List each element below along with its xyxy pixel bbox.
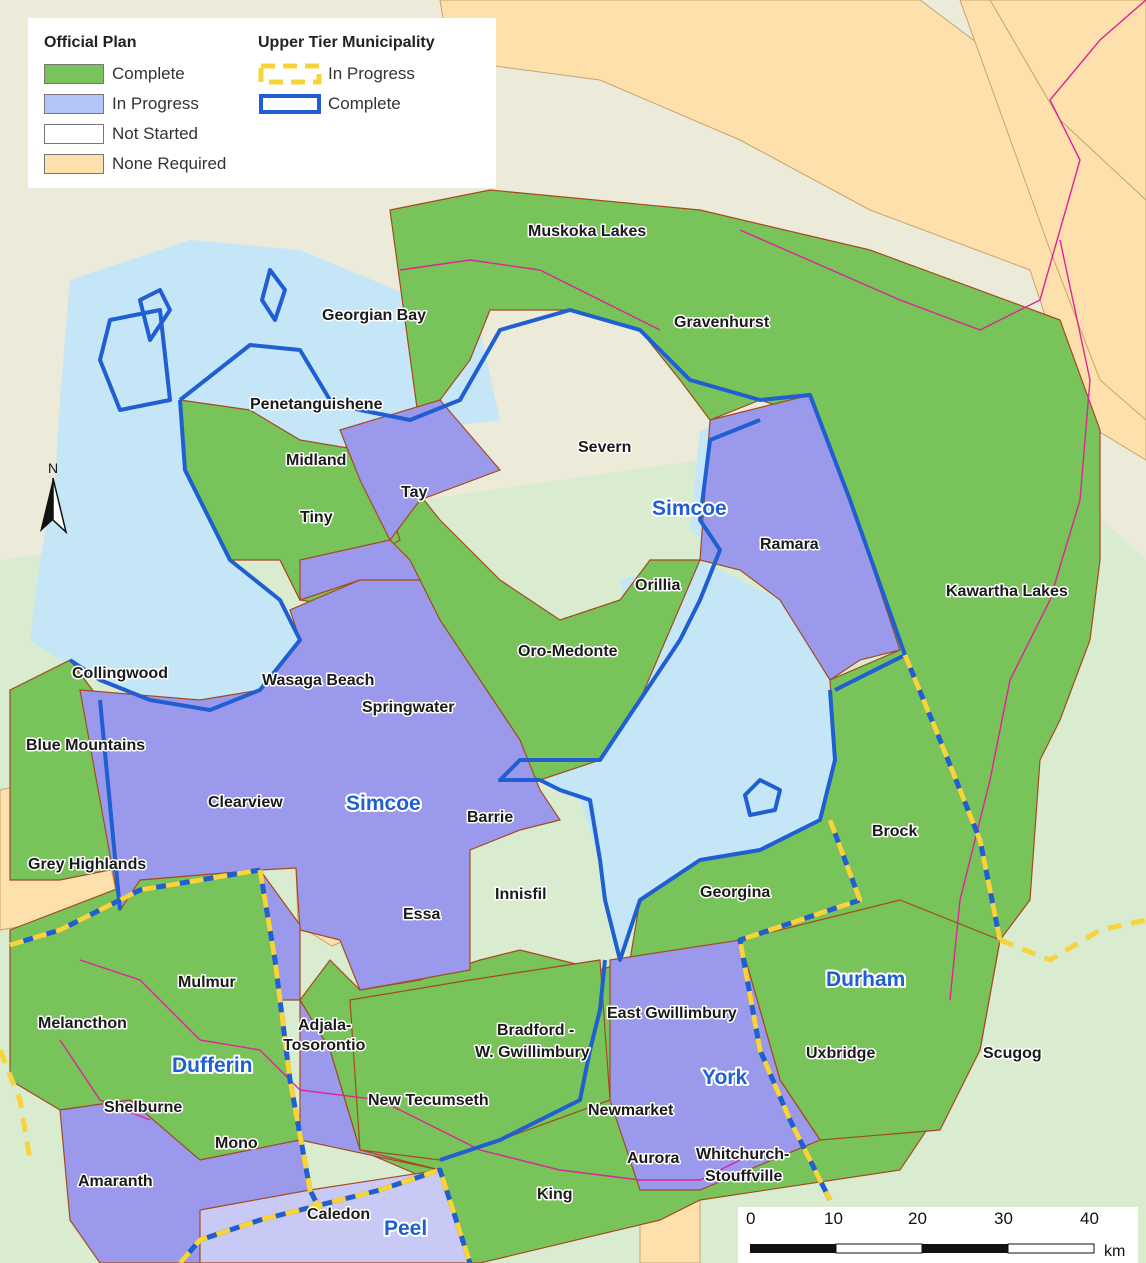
municipality-labels: Muskoka Lakes Georgian Bay Gravenhurst P… [25,222,1070,1225]
label-tiny: Tiny [300,509,333,526]
north-arrow-label: N [48,460,59,476]
legend-label: In Progress [328,64,415,83]
label-king: King [537,1186,573,1203]
map-legend: Official Plan Upper Tier Municipality Co… [28,18,496,188]
legend-label: None Required [112,154,227,173]
label-new-tecumseth: New Tecumseth [368,1092,489,1109]
label-clearview: Clearview [208,794,283,811]
label-blue-mountains: Blue Mountains [26,737,145,754]
legend-item-none-required: None Required [44,152,226,176]
legend-label: Complete [328,94,401,113]
legend-item-not-started: Not Started [44,122,198,146]
label-dufferin: Dufferin [172,1054,253,1077]
north-arrow-icon [40,477,68,535]
upper-tier-in-progress-boundaries [0,654,1146,1263]
label-shelburne: Shelburne [104,1099,182,1116]
legend-label: Not Started [112,124,198,143]
label-barrie: Barrie [467,809,513,826]
label-innisfil: Innisfil [495,886,547,903]
legend-swatch-none-required [44,154,104,174]
north-arrow: N [36,460,70,535]
label-durham: Durham [826,968,905,991]
legend-label: In Progress [112,94,199,113]
label-york: York [702,1066,747,1089]
legend-upper-tier-title: Upper Tier Municipality [258,34,435,51]
label-simcoe-south: Simcoe [346,792,421,815]
label-scugog: Scugog [983,1045,1042,1062]
legend-item-upper-complete: Complete [258,92,401,116]
label-collingwood: Collingwood [72,665,168,682]
label-gravenhurst: Gravenhurst [674,314,770,331]
label-severn: Severn [578,439,631,456]
label-newmarket: Newmarket [588,1102,674,1119]
label-ramara: Ramara [760,536,819,553]
label-muskoka-lakes: Muskoka Lakes [528,223,646,240]
label-east-gwillimbury: East Gwillimbury [607,1005,737,1022]
label-tay: Tay [401,484,427,501]
label-wasaga-beach: Wasaga Beach [262,672,374,689]
legend-swatch-in-progress [44,94,104,114]
label-midland: Midland [286,452,346,469]
label-georgian-bay: Georgian Bay [322,307,426,324]
label-orillia: Orillia [635,577,680,594]
legend-swatch-complete [44,64,104,84]
label-melancthon: Melancthon [38,1015,127,1032]
scale-unit: km [1104,1243,1126,1260]
label-mono: Mono [215,1135,258,1152]
label-oro-medonte: Oro-Medonte [518,643,618,660]
label-mulmur: Mulmur [178,974,236,991]
scale-tick-30: 30 [994,1209,1013,1228]
label-whitchurch-line2: Stouffville [705,1168,782,1185]
legend-swatch-not-started [44,124,104,144]
scale-bar-graphic [750,1243,1095,1254]
label-adjala-line1: Adjala- [298,1017,351,1034]
legend-official-plan-title: Official Plan [44,34,137,51]
legend-item-upper-in-progress: In Progress [258,62,415,86]
legend-item-complete: Complete [44,62,185,86]
legend-item-in-progress: In Progress [44,92,199,116]
scale-tick-10: 10 [824,1209,843,1228]
label-bradford-line2: W. Gwillimbury [475,1044,590,1061]
label-georgina: Georgina [700,884,770,901]
legend-label: Complete [112,64,185,83]
label-peel: Peel [384,1217,427,1240]
legend-swatch-upper-complete [259,94,321,114]
label-brock: Brock [872,823,917,840]
scale-tick-40: 40 [1080,1209,1099,1228]
label-grey-highlands: Grey Highlands [28,856,146,873]
in-progress-regions [59,394,901,1263]
upper-tier-labels: Simcoe Simcoe Dufferin York Durham Peel [170,495,907,1242]
pink-boundary-lines [59,0,1146,1181]
legend-swatch-upper-in-progress [258,63,322,85]
scale-tick-20: 20 [908,1209,927,1228]
upper-tier-complete-boundaries [68,268,907,1162]
label-essa: Essa [403,906,440,923]
label-uxbridge: Uxbridge [806,1045,875,1062]
label-whitchurch-line1: Whitchurch- [696,1146,789,1163]
label-penetanguishene: Penetanguishene [250,396,383,413]
scale-tick-0: 0 [746,1209,756,1228]
label-aurora: Aurora [627,1150,680,1167]
label-simcoe-north: Simcoe [652,497,727,520]
label-kawartha-lakes: Kawartha Lakes [946,583,1068,600]
label-caledon: Caledon [307,1206,370,1223]
label-bradford-line1: Bradford - [497,1022,574,1039]
label-adjala-line2: Tosorontio [283,1037,366,1054]
label-springwater: Springwater [362,699,454,716]
label-amaranth: Amaranth [78,1173,153,1190]
scale-bar: 0 10 20 30 40 km [738,1207,1138,1263]
